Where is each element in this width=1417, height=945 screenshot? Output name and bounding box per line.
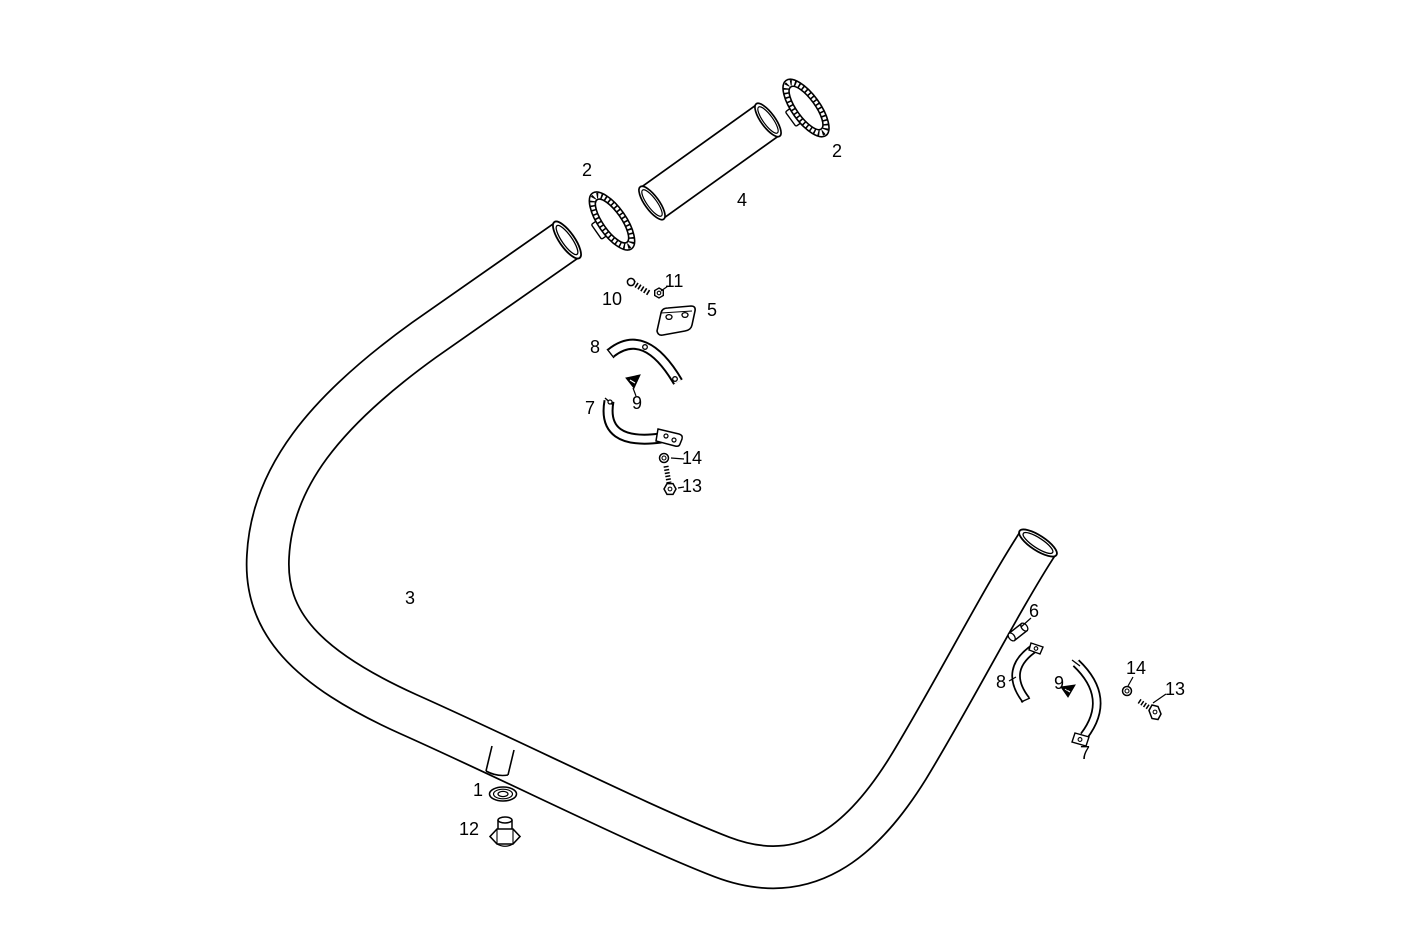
callout-part-8-left: 8 xyxy=(589,337,601,357)
sealing-washer-1 xyxy=(488,786,518,802)
pipe-section xyxy=(638,102,782,221)
pipe-open-end-upper xyxy=(552,220,582,260)
callout-part-14-left: 14 xyxy=(681,448,703,468)
leader-lines xyxy=(632,285,1167,704)
pipe-section-open-end-lower xyxy=(638,185,666,221)
callout-part-9-right: 9 xyxy=(1053,673,1065,693)
clamp-half-7-right xyxy=(1071,659,1102,747)
washer-14-right xyxy=(1121,685,1133,697)
callout-part-8-right: 8 xyxy=(995,672,1007,692)
callout-part-4: 4 xyxy=(736,190,748,210)
callout-part-9-left: 9 xyxy=(631,393,643,413)
bolt-13-right xyxy=(1137,698,1162,721)
callout-part-11: 11 xyxy=(664,271,684,291)
callout-part-5: 5 xyxy=(706,300,718,320)
pipe-open-end-right xyxy=(1018,528,1058,558)
screw-10 xyxy=(626,277,651,296)
callout-part-13-right: 13 xyxy=(1164,679,1186,699)
bolt-13-left xyxy=(663,465,677,496)
callout-part-2-left: 2 xyxy=(581,160,593,180)
nut-11 xyxy=(654,287,664,299)
drain-boss xyxy=(485,745,515,777)
callout-part-7-right: 7 xyxy=(1079,743,1091,763)
washer-14-left xyxy=(658,452,670,464)
callout-part-13-left: 13 xyxy=(681,476,703,496)
callout-part-12: 12 xyxy=(458,819,480,839)
wedge-9-left xyxy=(625,374,641,389)
clamp-half-8-right xyxy=(1011,642,1044,703)
hex-plug-12 xyxy=(488,816,522,847)
pipe-section-open-end-upper xyxy=(754,102,782,138)
callout-part-7-left: 7 xyxy=(584,398,596,418)
clamp-half-7-left xyxy=(602,397,683,447)
hose-clamp-right xyxy=(782,78,830,138)
hose-clamp-left xyxy=(588,191,636,251)
callout-part-3: 3 xyxy=(404,588,416,608)
callout-part-14-right: 14 xyxy=(1125,658,1147,678)
callout-part-2-right: 2 xyxy=(831,141,843,161)
clamp-half-8-left xyxy=(606,338,683,385)
mounting-bracket xyxy=(656,305,696,336)
main-exhaust-pipe xyxy=(245,220,1058,890)
callout-part-6: 6 xyxy=(1028,601,1040,621)
callout-part-1: 1 xyxy=(472,780,484,800)
callout-part-10: 10 xyxy=(601,289,623,309)
